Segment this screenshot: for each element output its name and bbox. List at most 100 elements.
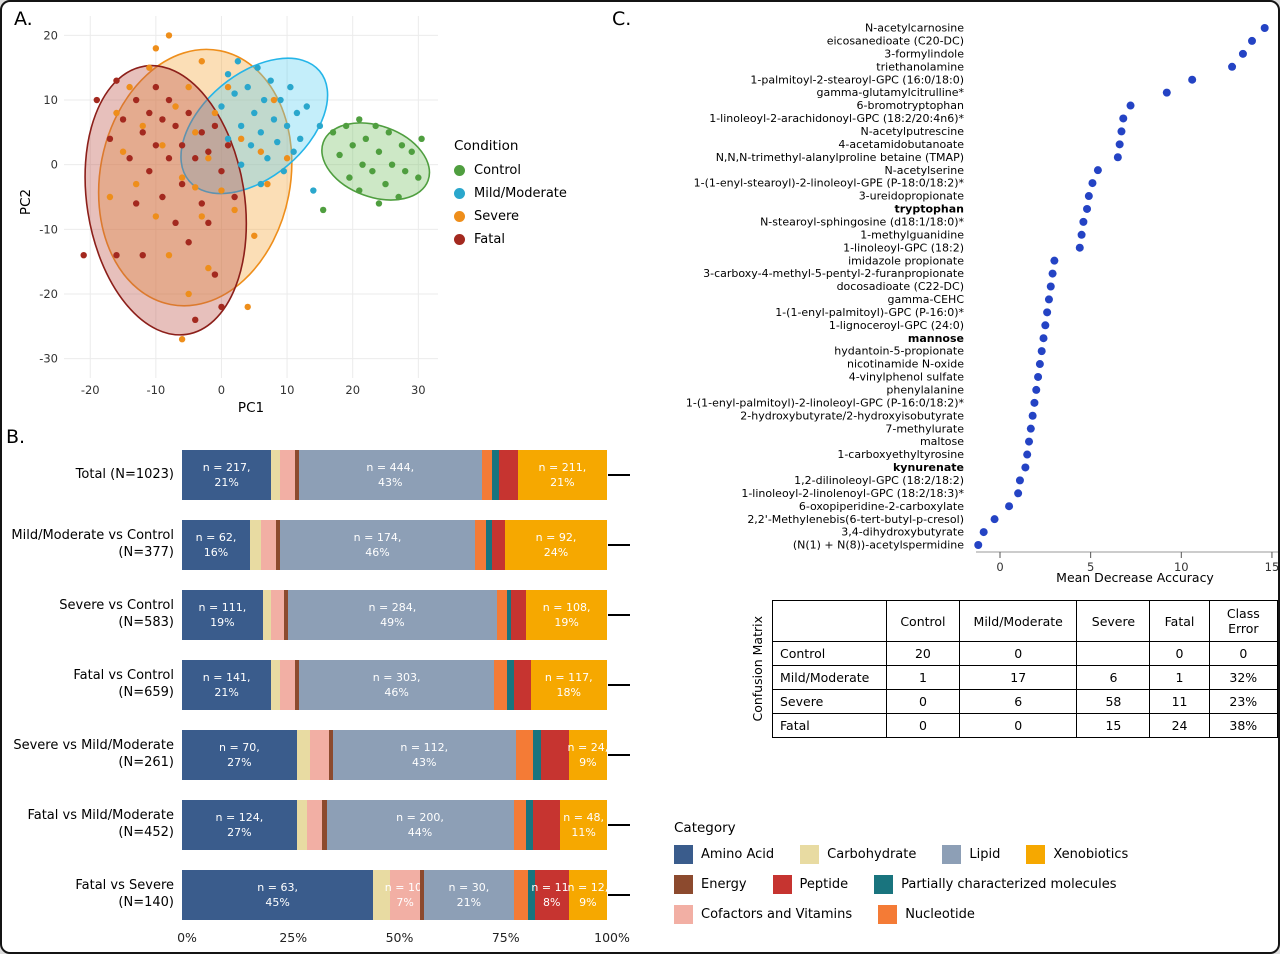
- pca-point: [224, 70, 232, 78]
- bar-segment-label: n = 111,: [198, 600, 247, 614]
- pca-point: [152, 45, 160, 52]
- bar-segment-label: n = 48,: [563, 810, 604, 824]
- dot-label: 1-(1-enyl-stearoyl)-2-linoleoyl-GPE (P-1…: [694, 177, 965, 190]
- pca-point: [237, 122, 245, 130]
- bar-segment: [309, 730, 329, 780]
- dot-label: N-acetylcarnosine: [865, 22, 964, 35]
- bar-segment: [250, 520, 261, 570]
- bar-segment: [294, 660, 299, 710]
- bar-end-tick: [608, 544, 630, 546]
- category-legend-label: Carbohydrate: [827, 847, 917, 862]
- pca-point: [359, 161, 366, 168]
- bar-segment: [515, 730, 533, 780]
- cm-row-label: Mild/Moderate: [772, 665, 887, 690]
- x-tick-label: -20: [81, 383, 100, 397]
- dot-point: [1228, 62, 1237, 71]
- cm-cell: 0: [1208, 641, 1278, 666]
- pca-point: [185, 109, 192, 117]
- pca-point: [211, 109, 219, 117]
- pca-point: [398, 142, 406, 149]
- dot-label: 1-linoleoyl-2-arachidonoyl-GPC (18:2/20:…: [709, 112, 964, 125]
- bar-segment: [532, 800, 561, 850]
- dot-point: [1126, 101, 1135, 110]
- pca-ylabel: PC2: [18, 189, 34, 215]
- bar-segment-label: n = 62,: [195, 530, 237, 544]
- pca-point: [234, 58, 242, 65]
- dotplot-xlabel: Mean Decrease Accuracy: [1056, 570, 1214, 585]
- bar-segment: [513, 870, 529, 920]
- pca-point: [283, 155, 291, 162]
- bar-row-label: Fatal vs Control(N=659): [2, 668, 182, 702]
- pca-point: [192, 129, 199, 136]
- bar-row-label-line: Fatal vs Control: [73, 668, 174, 684]
- cm-header: Fatal: [1149, 600, 1210, 642]
- bar-segment-label: 8%: [543, 896, 561, 909]
- cm-header: [772, 600, 887, 642]
- bar-segment: n = 117,18%: [530, 660, 607, 710]
- cm-cell: 0: [885, 689, 961, 714]
- pca-point: [205, 148, 212, 155]
- pca-point: [254, 64, 261, 71]
- x-tick-label: -10: [146, 383, 165, 397]
- bar-segment-label: n = 70,: [219, 740, 260, 754]
- pca-point: [395, 193, 402, 201]
- dot-label: 1-linoleoyl-GPC (18:2): [843, 241, 964, 254]
- dot-point: [1075, 243, 1084, 252]
- pca-point: [418, 135, 425, 143]
- bar-segment: [271, 590, 284, 640]
- dot-point: [974, 541, 983, 549]
- pca-point: [211, 271, 219, 278]
- dot-point: [1032, 385, 1041, 394]
- bar-segment-label: 9%: [579, 756, 597, 769]
- bar-segment-label: 43%: [412, 756, 437, 769]
- pca-point: [165, 251, 173, 259]
- category-legend-label: Xenobiotics: [1053, 847, 1129, 862]
- dot-point: [1025, 437, 1034, 446]
- dot-label: gamma-CEHC: [888, 293, 965, 306]
- pca-point: [165, 96, 173, 104]
- bar-segment: [296, 730, 310, 780]
- bar-segment: [513, 660, 531, 710]
- dot-label: imidazole propionate: [848, 254, 964, 267]
- bar-segment-label: n = 217,: [202, 460, 251, 474]
- cm-cell: 0: [959, 713, 1078, 738]
- dot-point: [1030, 398, 1039, 407]
- bar-segment-label: 18%: [556, 686, 581, 699]
- pca-point: [198, 58, 205, 65]
- bar-segment-label: n = 63,: [257, 880, 298, 894]
- bar-segment-label: 21%: [456, 896, 482, 909]
- cm-cell: 6: [1076, 665, 1151, 690]
- cm-cell: 38%: [1208, 713, 1278, 738]
- pca-point: [274, 138, 281, 146]
- bar-segment-label: n = 92,: [535, 530, 577, 544]
- category-swatch-icon: [772, 875, 792, 894]
- pca-point: [172, 103, 179, 110]
- bar-segment-label: n = 112,: [400, 740, 449, 754]
- x-tick-label: 10: [280, 383, 295, 397]
- pca-point: [237, 161, 245, 168]
- dot-label: eicosanedioate (C20-DC): [827, 35, 964, 48]
- category-legend-item: Energy: [674, 875, 747, 894]
- bar-segment-label: n = 174,: [353, 530, 402, 544]
- bar-segment-label: 49%: [380, 616, 405, 629]
- dot-point: [1083, 204, 1092, 213]
- pca-point: [146, 64, 153, 71]
- dot-point: [1077, 230, 1086, 239]
- bar-row-label-line: Fatal vs Mild/Moderate: [27, 808, 174, 824]
- y-tick-label: 10: [43, 93, 58, 107]
- pca-point: [237, 135, 245, 143]
- pca-point: [126, 83, 133, 91]
- bar-segment-label: n = 30,: [448, 880, 490, 894]
- pca-point: [356, 187, 363, 194]
- pca-point: [218, 103, 225, 110]
- bar-segment: [275, 520, 280, 570]
- dot-label: 4-acetamidobutanoate: [838, 138, 964, 151]
- dot-point: [1028, 411, 1037, 420]
- dot-label: 3-carboxy-4-methyl-5-pentyl-2-furanpropi…: [703, 267, 964, 280]
- dot-point: [1050, 256, 1059, 265]
- cm-cell: 1: [885, 665, 961, 690]
- bar-segment-label: n = 141,: [202, 670, 251, 684]
